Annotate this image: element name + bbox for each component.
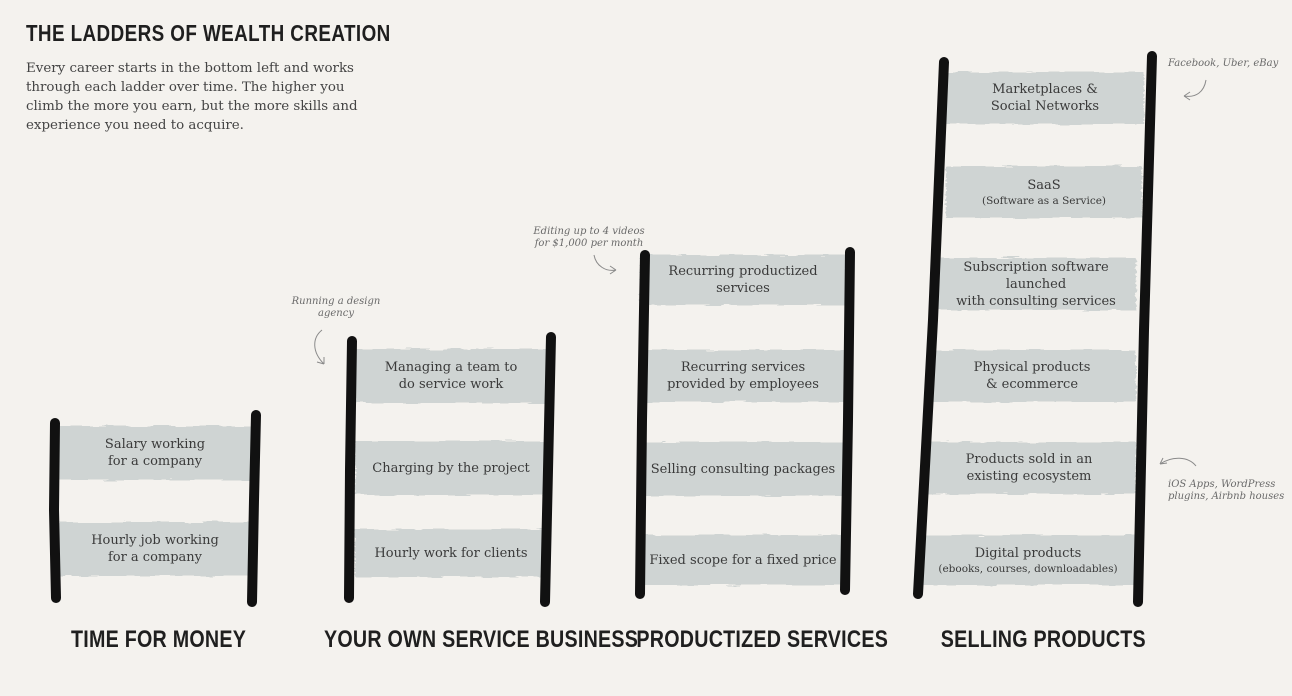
note-arrow-editing-videos: [593, 254, 617, 275]
rung-label: Marketplaces & Social Networks: [990, 82, 1100, 114]
note-design-agency: Running a design agency: [291, 296, 381, 319]
note-arrow-marketplaces: [1183, 79, 1207, 101]
ladder-rail-right: [1133, 51, 1157, 607]
ladder-rail-left: [635, 250, 650, 599]
rung-marketplaces: Marketplaces & Social Networks: [946, 72, 1144, 124]
rung-sublabel: (ebooks, courses, downloadables): [938, 562, 1118, 575]
rung-label: Products sold in an existing ecosystem: [965, 452, 1093, 484]
rung-wash: [355, 441, 547, 495]
ladder-title-productized-services: PRODUCTIZED SERVICES: [636, 626, 889, 653]
rung-label: Managing a team to do service work: [384, 360, 518, 392]
rung-recurring-productized: Recurring productized services: [640, 255, 846, 305]
rung-wash: [936, 258, 1136, 310]
note-marketplaces-examples: Facebook, Uber, eBay: [1168, 58, 1279, 69]
ladder-service-business: [344, 332, 556, 607]
rung-label: Fixed scope for a fixed price: [649, 552, 837, 568]
rung-label: SaaS: [1027, 177, 1061, 193]
rung-label: Hourly work for clients: [374, 545, 528, 561]
rung-label: Hourly job working for a company: [91, 533, 219, 565]
rung-wash: [58, 426, 252, 480]
ladder-rail-right: [247, 410, 261, 607]
rung-digital-products: Digital products (ebooks, courses, downl…: [920, 535, 1136, 585]
rung-physical-products: Physical products & ecommerce: [928, 350, 1136, 402]
rung-label: Selling consulting packages: [650, 461, 836, 477]
rung-salary: Salary working for a company: [58, 426, 252, 480]
ladder-rail-left: [913, 57, 949, 599]
note-editing-videos: Editing up to 4 videos for $1,000 per mo…: [533, 226, 645, 249]
ladder-title-selling-products: SELLING PRODUCTS: [940, 626, 1146, 653]
rung-label: Digital products: [974, 545, 1082, 561]
ladder-time-for-money: [48, 410, 261, 607]
ladder-rail-left: [344, 336, 357, 603]
ladder-rail-right: [840, 247, 855, 595]
ladder-title-service-business: YOUR OWN SERVICE BUSINESS: [324, 626, 639, 653]
rung-hourly-job: Hourly job working for a company: [58, 522, 252, 576]
rung-subscription-software: Subscription software launched with cons…: [936, 258, 1136, 310]
rung-wash: [946, 72, 1144, 124]
rung-wash: [355, 529, 547, 577]
intro-paragraph: Every career starts in the bottom left a…: [26, 61, 358, 133]
rung-wash: [355, 349, 547, 403]
ladder-rail-right: [540, 332, 556, 607]
rung-label: Subscription software launched with cons…: [956, 259, 1116, 309]
ladder-selling-products: [913, 51, 1157, 607]
rung-ecosystem-products: Products sold in an existing ecosystem: [922, 442, 1136, 494]
rung-label: Physical products & ecommerce: [973, 360, 1091, 392]
rung-charging-project: Charging by the project: [355, 441, 547, 495]
rung-wash: [640, 350, 846, 402]
rung-wash: [920, 535, 1136, 585]
rung-wash: [640, 255, 846, 305]
rung-wash: [928, 350, 1136, 402]
rung-wash: [946, 166, 1142, 218]
ladder-productized-services: [635, 247, 855, 599]
rung-wash: [922, 442, 1136, 494]
rung-label: Charging by the project: [372, 460, 530, 476]
rung-wash: [640, 442, 846, 496]
note-arrow-ecosystem: [1159, 457, 1197, 467]
rung-managing-team: Managing a team to do service work: [355, 349, 547, 403]
diagram-title: THE LADDERS OF WEALTH CREATION: [26, 20, 391, 46]
ladder-rail-left: [48, 418, 61, 603]
rung-consulting-packages: Selling consulting packages: [640, 442, 846, 496]
ladder-title-time-for-money: TIME FOR MONEY: [71, 626, 247, 653]
rung-wash: [640, 535, 846, 585]
rung-saas: SaaS (Software as a Service): [946, 166, 1142, 218]
rung-recurring-employees: Recurring services provided by employees: [640, 350, 846, 402]
rung-label: Recurring productized services: [668, 264, 818, 296]
rung-fixed-scope: Fixed scope for a fixed price: [640, 535, 846, 585]
rung-wash: [58, 522, 252, 576]
rung-label: Salary working for a company: [104, 437, 206, 469]
note-ecosystem-examples: iOS Apps, WordPress plugins, Airbnb hous…: [1168, 479, 1285, 502]
note-arrow-design-agency: [314, 329, 325, 365]
rung-label: Recurring services provided by employees: [667, 360, 819, 392]
rung-hourly-clients: Hourly work for clients: [355, 529, 547, 577]
rung-sublabel: (Software as a Service): [981, 194, 1107, 207]
